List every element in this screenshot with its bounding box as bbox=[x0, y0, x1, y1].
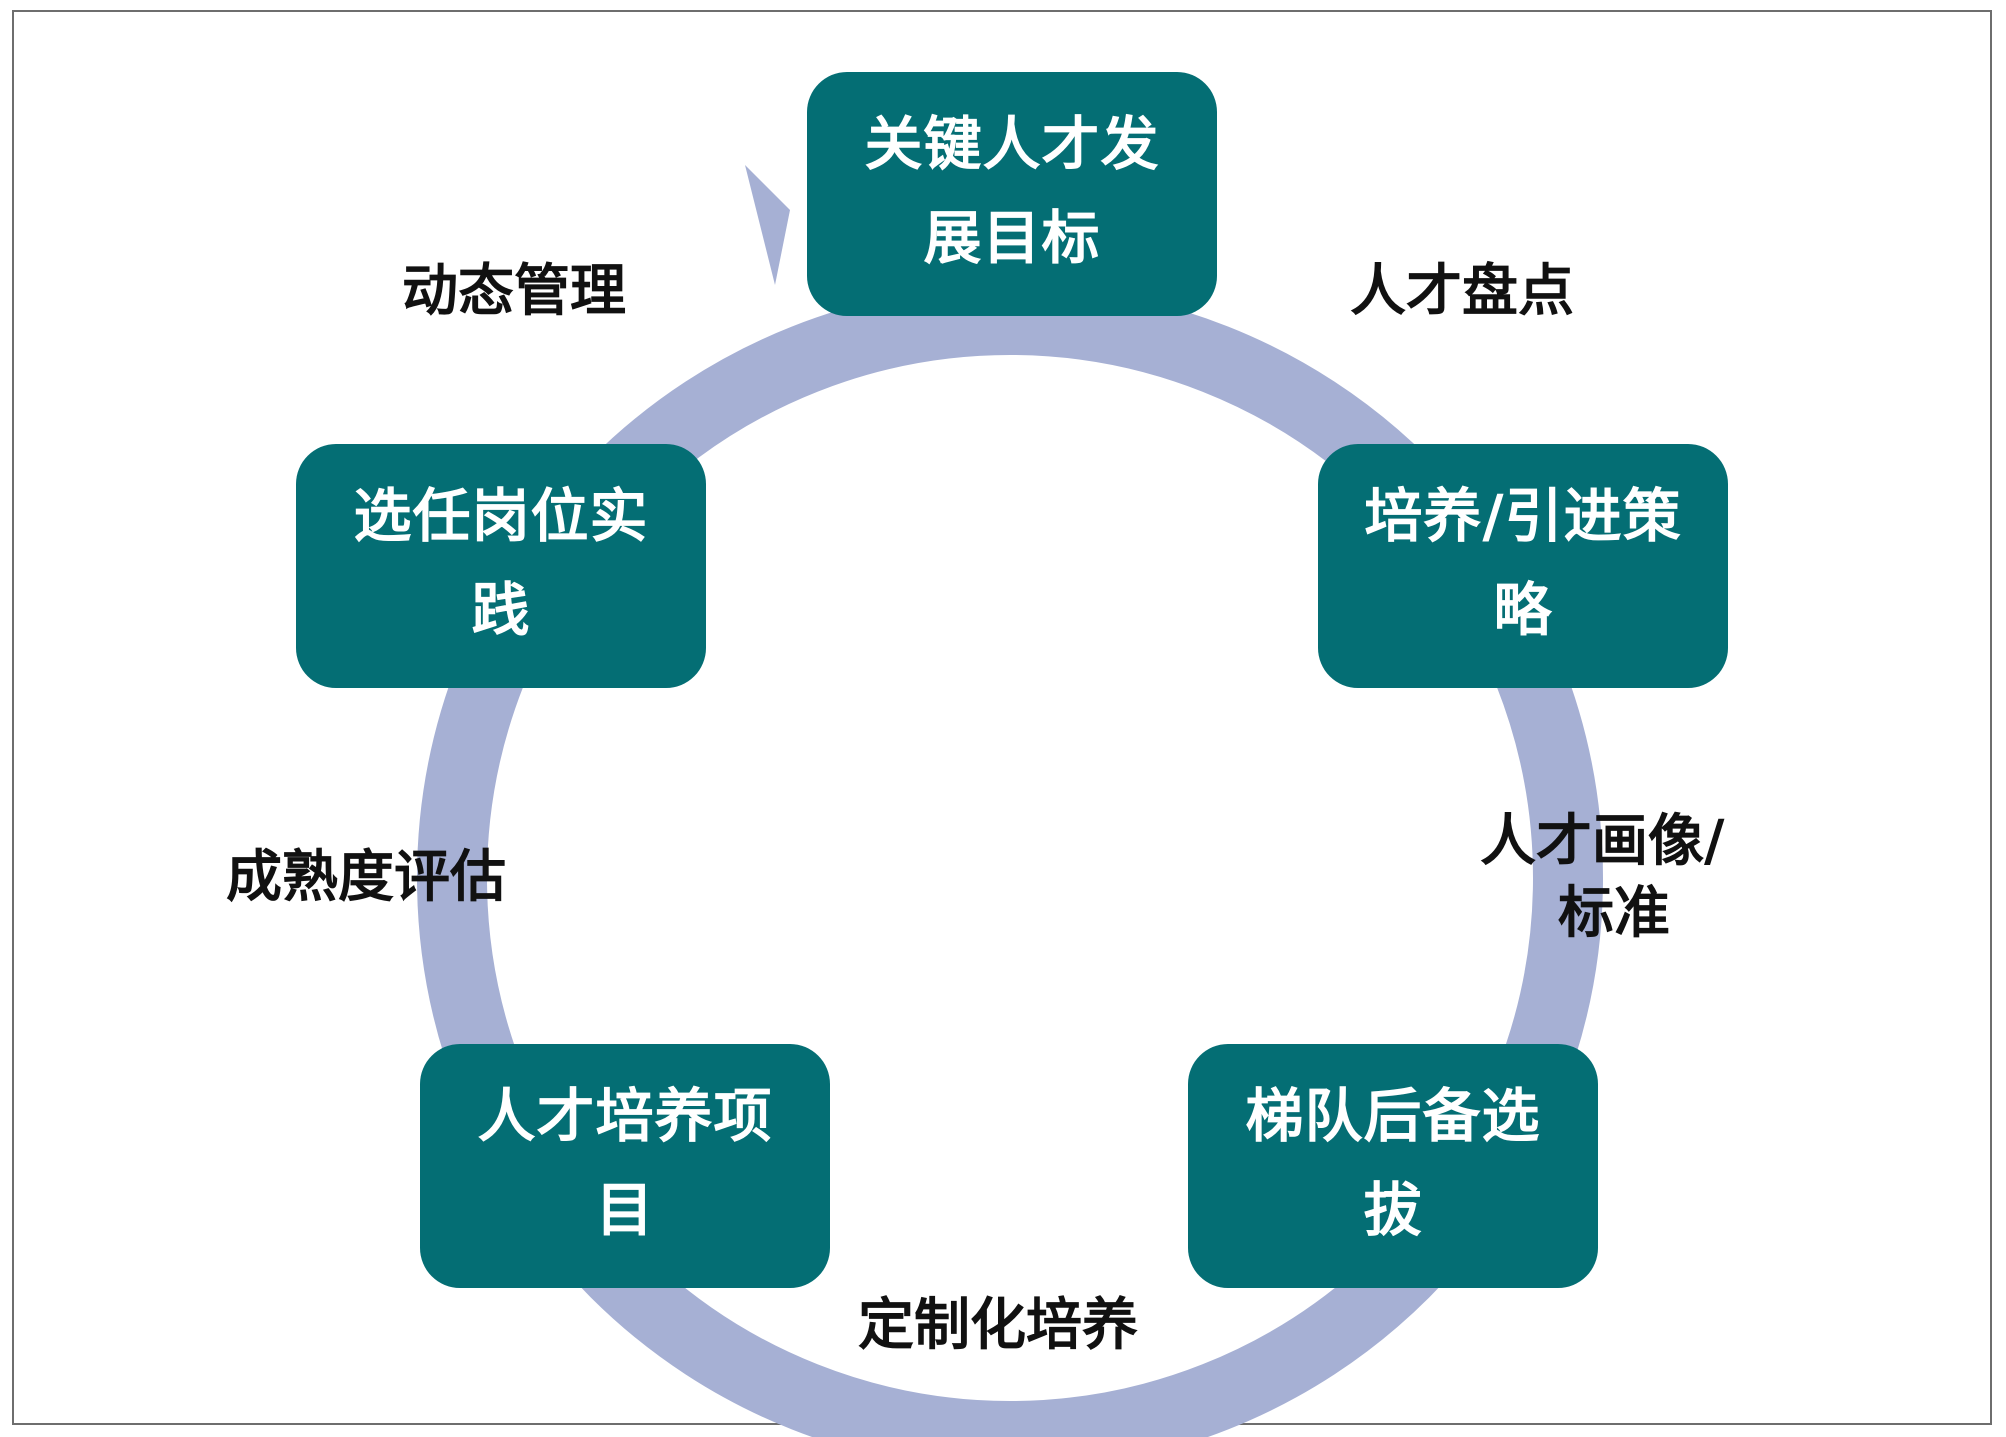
node-training-strategy-line2: 略 bbox=[1493, 576, 1553, 644]
edge-label-profile: 人才画像/ 标准 bbox=[1480, 806, 1724, 950]
node-succession-selection[interactable]: 梯队后备选 拔 bbox=[1188, 1044, 1598, 1288]
node-succession-selection-line1: 梯队后备选 bbox=[1245, 1082, 1541, 1150]
node-post-practice-line1: 选任岗位实 bbox=[353, 482, 649, 550]
edge-label-profile-line2: 标准 bbox=[1558, 881, 1670, 946]
node-key-talent-goal[interactable]: 关键人才发 展目标 bbox=[807, 72, 1217, 316]
node-key-talent-goal-line1: 关键人才发 bbox=[864, 110, 1160, 178]
edge-label-dynamic: 动态管理 bbox=[402, 259, 626, 324]
edge-label-profile-line1: 人才画像/ bbox=[1480, 809, 1725, 874]
edge-label-custom-training: 定制化培养 bbox=[858, 1293, 1138, 1358]
node-training-program[interactable]: 人才培养项 目 bbox=[420, 1044, 830, 1288]
node-training-program-line1: 人才培养项 bbox=[477, 1082, 773, 1150]
edge-label-maturity: 成熟度评估 bbox=[226, 845, 506, 910]
edge-label-inventory: 人才盘点 bbox=[1350, 259, 1574, 324]
node-training-strategy-line1: 培养/引进策 bbox=[1364, 482, 1682, 550]
node-key-talent-goal-line2: 展目标 bbox=[923, 204, 1101, 272]
cycle-ring-track bbox=[417, 285, 1603, 1437]
node-training-strategy[interactable]: 培养/引进策 略 bbox=[1318, 444, 1728, 688]
node-post-practice[interactable]: 选任岗位实 践 bbox=[296, 444, 706, 688]
node-training-program-line2: 目 bbox=[595, 1176, 655, 1244]
node-succession-selection-line2: 拔 bbox=[1363, 1176, 1423, 1244]
circular-arrow-icon bbox=[745, 165, 790, 285]
node-post-practice-line2: 践 bbox=[471, 576, 531, 644]
